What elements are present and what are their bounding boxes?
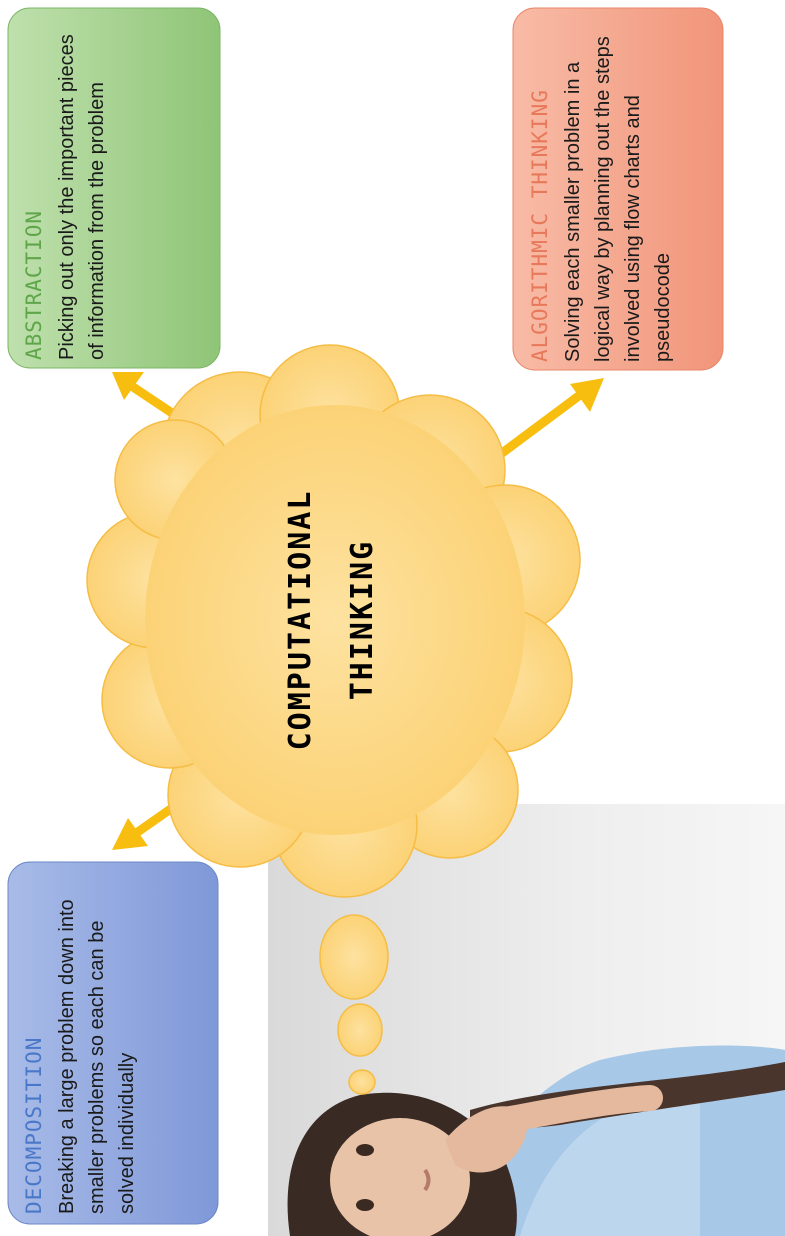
algorithmic-thinking-title: ALGORITHMIC THINKING (528, 89, 552, 362)
abstraction-description: Picking out only the important pieces of… (56, 34, 108, 360)
abstraction-box: ABSTRACTION Picking out only the importa… (22, 20, 112, 360)
woman-thinking-photo (268, 804, 785, 1236)
algorithmic-box-bg (512, 7, 724, 371)
cloud-title-line1: COMPUTATIONAL (283, 489, 318, 751)
decomposition-description: Breaking a large problem down into small… (56, 899, 138, 1214)
cloud-title-wrap: COMPUTATIONAL THINKING (270, 400, 394, 840)
abstraction-title: ABSTRACTION (22, 209, 46, 360)
decomposition-title: DECOMPOSITION (22, 1036, 46, 1214)
decomposition-box-bg (7, 861, 219, 1225)
computational-thinking-cloud (86, 344, 581, 898)
abstraction-box-bg (7, 7, 221, 369)
connector-arrows (112, 372, 604, 850)
algorithmic-thinking-box: ALGORITHMIC THINKING Solving each smalle… (528, 17, 678, 362)
algorithmic-thinking-description: Solving each smaller problem in a logica… (562, 36, 674, 362)
cloud-title: COMPUTATIONAL THINKING (270, 400, 394, 840)
decomposition-box: DECOMPOSITION Breaking a large problem d… (22, 874, 142, 1214)
thought-bubbles (319, 914, 389, 1095)
cloud-title-line2: THINKING (345, 539, 380, 701)
